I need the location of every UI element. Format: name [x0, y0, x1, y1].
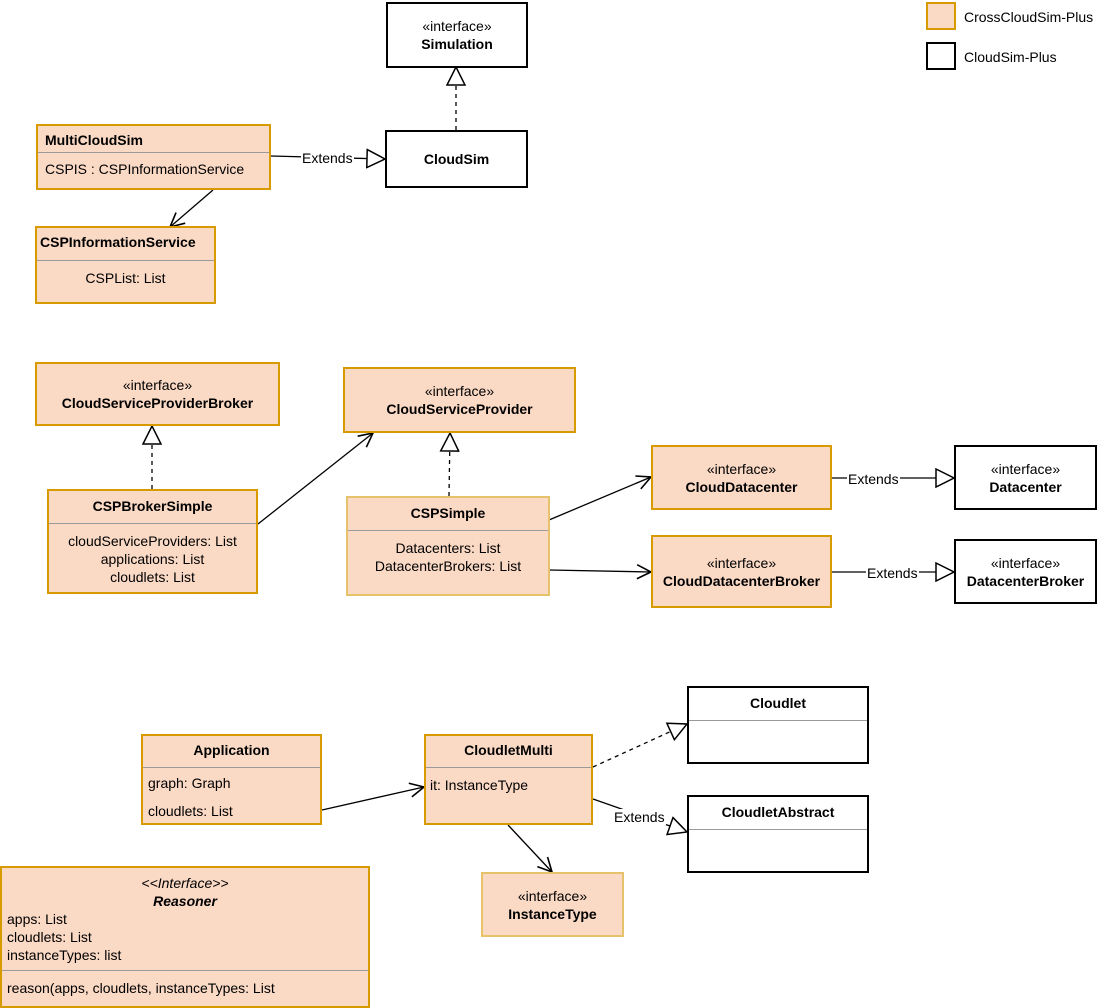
class-cloudserviceprovider[interactable]: «interface» CloudServiceProvider	[343, 367, 576, 433]
legend-crosscloud-swatch	[926, 2, 956, 30]
edge-cspsimple-clouddatacenter	[548, 477, 651, 521]
class-cloudlet[interactable]: Cloudlet	[687, 686, 869, 764]
cspsimple-name: CSPSimple	[410, 505, 486, 521]
cspsimple-attribute-datacenters: Datacenters: List	[395, 540, 501, 556]
multicloudsim-divider	[38, 152, 269, 153]
legend-crosscloud-label: CrossCloudSim-Plus	[964, 9, 1094, 25]
class-cspinformationservice[interactable]: CSPInformationService CSPList: List	[35, 226, 216, 304]
class-application[interactable]: Application graph: Graph cloudlets: List	[141, 734, 322, 825]
cloudletabstract-name: CloudletAbstract	[721, 804, 835, 820]
legend-cloudsim-swatch	[926, 42, 956, 70]
edge-label-clouddatacenterbroker-datacenterbroker: Extends	[866, 565, 919, 581]
class-instancetype[interactable]: «interface» InstanceType	[481, 872, 624, 937]
clouddatacenterbroker-name: CloudDatacenterBroker	[662, 572, 821, 589]
edge-application-cloudletmulti	[321, 787, 424, 811]
application-attribute-cloudlets: cloudlets: List	[148, 803, 233, 819]
reasoner-stereotype: <<Interface>>	[141, 875, 229, 891]
cspbrokersimple-divider	[49, 523, 256, 524]
class-cspsimple[interactable]: CSPSimple Datacenters: List DatacenterBr…	[346, 496, 550, 596]
class-datacenter[interactable]: «interface» Datacenter	[954, 445, 1097, 510]
reasoner-name: Reasoner	[153, 893, 217, 909]
instancetype-stereotype: «interface»	[517, 887, 588, 904]
class-cloudletmulti[interactable]: CloudletMulti it: InstanceType	[424, 734, 593, 825]
class-cspbrokersimple[interactable]: CSPBrokerSimple cloudServiceProviders: L…	[47, 489, 258, 594]
cloudlet-divider	[689, 720, 867, 721]
multicloudsim-name: MultiCloudSim	[45, 132, 143, 148]
cspbrokersimple-attribute-applications: applications: List	[100, 551, 205, 567]
class-reasoner[interactable]: <<Interface>> Reasoner apps: List cloudl…	[0, 866, 370, 1008]
edge-cloudletmulti-cloudlet	[592, 724, 687, 768]
cloudserviceproviderbroker-stereotype: «interface»	[122, 377, 193, 393]
cloudserviceprovider-name: CloudServiceProvider	[386, 401, 533, 417]
cspbrokersimple-attribute-providers: cloudServiceProviders: List	[68, 533, 237, 549]
application-attribute-graph: graph: Graph	[148, 775, 231, 791]
class-datacenterbroker[interactable]: «interface» DatacenterBroker	[954, 539, 1097, 604]
datacenterbroker-name: DatacenterBroker	[966, 572, 1085, 589]
cspinformationservice-attribute: CSPList: List	[85, 270, 166, 286]
cloudlet-name: Cloudlet	[750, 695, 806, 711]
reasoner-attribute-apps: apps: List	[7, 911, 67, 927]
edge-cspsimple-cloudserviceprovider	[449, 433, 450, 497]
legend-cloudsim-label: CloudSim-Plus	[964, 49, 1057, 65]
datacenterbroker-stereotype: «interface»	[990, 554, 1061, 571]
edge-multicloudsim-cspinformationservice	[170, 189, 214, 227]
clouddatacenterbroker-stereotype: «interface»	[706, 554, 777, 571]
reasoner-attribute-instancetypes: instanceTypes: list	[7, 947, 122, 963]
cloudserviceprovider-stereotype: «interface»	[424, 383, 495, 399]
reasoner-operation-reason: reason(apps, cloudlets, instanceTypes: L…	[7, 980, 275, 996]
edge-label-cloudletmulti-cloudletabstract: Extends	[613, 809, 666, 825]
edge-cspbrokersimple-cloudserviceprovider	[257, 433, 373, 525]
class-multicloudsim[interactable]: MultiCloudSim CSPIS : CSPInformationServ…	[36, 124, 271, 190]
cspbrokersimple-name: CSPBrokerSimple	[92, 498, 213, 514]
edge-cspsimple-clouddatacenterbroker	[548, 570, 651, 572]
cspsimple-divider	[348, 530, 548, 531]
reasoner-divider	[2, 970, 368, 971]
class-simulation[interactable]: «interface» Simulation	[386, 2, 528, 68]
cspinformationservice-name: CSPInformationService	[40, 234, 196, 250]
cloudletmulti-divider	[426, 767, 591, 768]
clouddatacenter-stereotype: «interface»	[706, 460, 777, 477]
class-cloudletabstract[interactable]: CloudletAbstract	[687, 795, 869, 873]
cloudletmulti-attribute: it: InstanceType	[430, 777, 529, 793]
clouddatacenter-name: CloudDatacenter	[685, 478, 798, 495]
multicloudsim-attribute: CSPIS : CSPInformationService	[45, 161, 245, 177]
datacenter-stereotype: «interface»	[990, 460, 1061, 477]
cspbrokersimple-attribute-cloudlets: cloudlets: List	[110, 569, 195, 585]
cloudletabstract-divider	[689, 829, 867, 830]
application-divider	[143, 767, 320, 768]
cspsimple-attribute-datacenterbrokers: DatacenterBrokers: List	[374, 558, 522, 574]
application-name: Application	[193, 742, 270, 758]
edge-cloudletmulti-instancetype	[507, 824, 552, 872]
simulation-name: Simulation	[421, 36, 493, 52]
cspinformationservice-divider	[37, 260, 214, 261]
class-clouddatacenterbroker[interactable]: «interface» CloudDatacenterBroker	[651, 535, 832, 608]
class-cloudsim[interactable]: CloudSim	[385, 130, 528, 188]
cloudsim-name: CloudSim	[423, 151, 490, 167]
datacenter-name: Datacenter	[989, 478, 1062, 495]
cloudserviceproviderbroker-name: CloudServiceProviderBroker	[61, 395, 254, 411]
simulation-stereotype: «interface»	[422, 18, 492, 34]
class-clouddatacenter[interactable]: «interface» CloudDatacenter	[651, 445, 832, 510]
cloudletmulti-name: CloudletMulti	[464, 742, 553, 758]
instancetype-name: InstanceType	[508, 905, 597, 922]
edge-label-multicloudsim-cloudsim: Extends	[301, 150, 354, 166]
edge-label-clouddatacenter-datacenter: Extends	[847, 471, 900, 487]
class-cloudserviceproviderbroker[interactable]: «interface» CloudServiceProviderBroker	[35, 362, 280, 426]
reasoner-attribute-cloudlets: cloudlets: List	[7, 929, 92, 945]
